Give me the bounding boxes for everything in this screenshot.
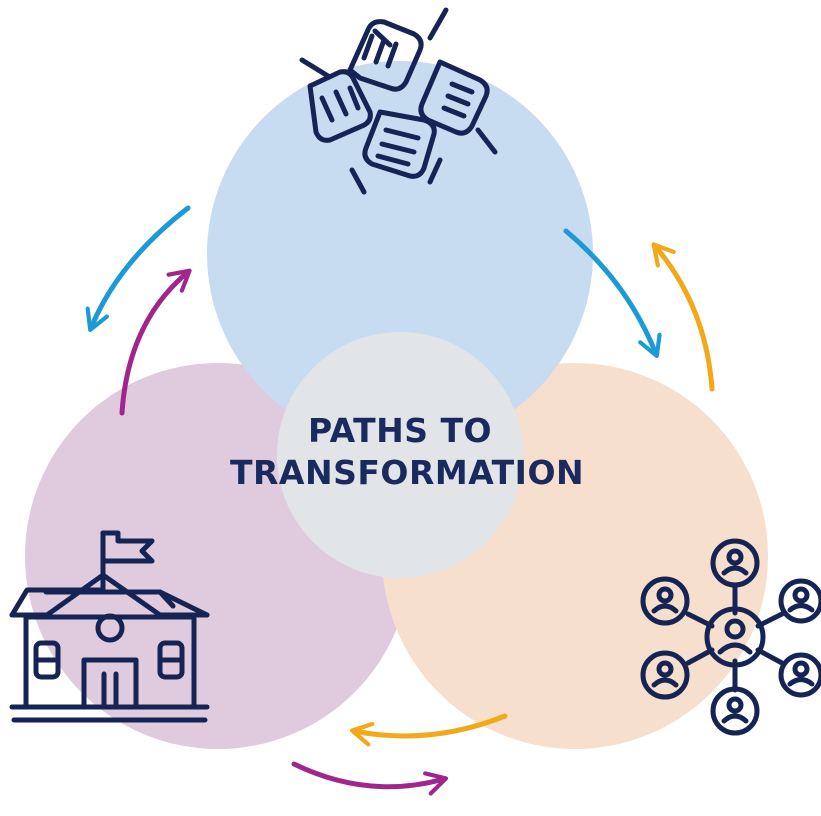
arrow-top-to-left [85,205,191,333]
people-network-icon [640,538,821,736]
center-title-line-2: TRANSFORMATION [230,453,585,492]
center-title: PATHS TO TRANSFORMATION [230,410,585,494]
arrow-right-to-left [349,713,508,747]
joined-hands-icon [299,7,498,195]
arrow-right-to-top [651,242,715,392]
arrow-left-to-right [291,761,449,796]
circle-center [277,332,523,578]
school-building-icon [9,530,210,723]
circle-top [207,61,593,447]
arrow-left-to-top [119,268,192,416]
center-title-line-1: PATHS TO [307,411,493,450]
arrow-top-to-right [563,228,662,359]
